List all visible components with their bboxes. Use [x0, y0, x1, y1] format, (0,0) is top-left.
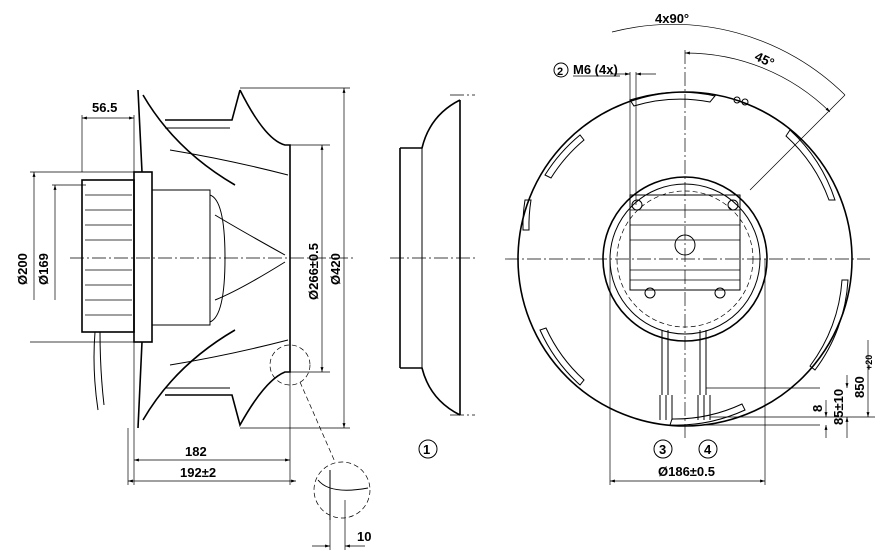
dim-850-tolerance: +20	[864, 355, 874, 370]
dim-182: 182	[185, 444, 207, 459]
angle-pattern: 4x90°	[655, 11, 689, 26]
detail-view	[313, 461, 371, 519]
dim-d200: Ø200	[15, 253, 30, 285]
callout-3	[653, 439, 673, 459]
dim-192: 192±2	[180, 465, 216, 480]
dim-85: 85±10	[831, 389, 846, 425]
inlet-ring: 1	[390, 94, 475, 459]
front-view: 4x90° 45° 2 M6 (4x) 3 4 Ø186±0.5 8 85±10…	[505, 11, 875, 485]
dim-motor-length: 56.5	[92, 100, 117, 115]
callout-2	[553, 62, 569, 78]
thread-spec: M6 (4x)	[573, 62, 618, 77]
callout-3-label: 3	[659, 442, 666, 457]
callout-4	[698, 439, 718, 459]
motor-body	[81, 179, 135, 333]
callout-2-label: 2	[557, 66, 563, 78]
dim-d266: Ø266±0.5	[306, 243, 321, 300]
dim-850: 850	[852, 376, 867, 398]
dim-d420: Ø420	[328, 253, 343, 285]
dim-detail-10: 10	[357, 529, 371, 544]
callout-1	[418, 439, 438, 459]
angle-offset: 45°	[753, 49, 777, 71]
dim-d169: Ø169	[36, 253, 51, 285]
rotor-flange	[133, 171, 153, 343]
callout-1-label: 1	[423, 442, 430, 457]
dim-d186: Ø186±0.5	[658, 464, 715, 479]
callout-4-label: 4	[704, 442, 712, 457]
dim-8: 8	[810, 405, 825, 412]
side-view: 56.5 Ø200 Ø169 Ø266±0.5 Ø420 182 192±2 1…	[15, 87, 371, 550]
